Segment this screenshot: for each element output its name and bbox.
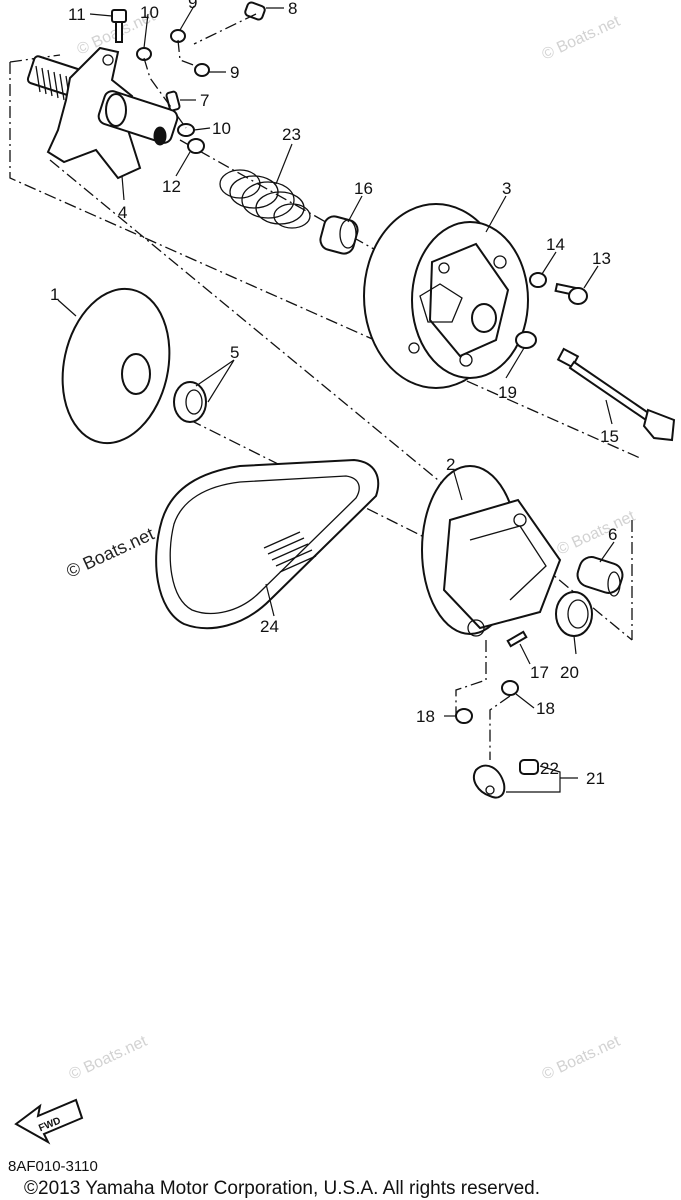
leader-line	[599, 541, 615, 563]
leader-line	[583, 265, 599, 289]
callout-23: 23	[282, 125, 301, 144]
callout-10: 10	[140, 3, 159, 22]
part-17-pin	[506, 630, 528, 648]
fwd-arrow-icon: FWD	[14, 1098, 84, 1145]
leader-line	[453, 471, 463, 501]
leader-line	[605, 399, 613, 425]
leader-line	[143, 13, 149, 49]
part-10-washer	[177, 123, 195, 137]
leader-line	[179, 5, 195, 31]
part-8-pin	[244, 1, 266, 21]
leader-line	[57, 299, 77, 317]
callout-4: 4	[118, 203, 127, 222]
leader-line	[505, 347, 525, 379]
leader-line	[541, 251, 557, 275]
leader-line	[275, 143, 293, 185]
callout-14: 14	[546, 235, 565, 254]
part-9-collar	[194, 63, 210, 77]
part-18-collar	[455, 708, 473, 724]
callout-2: 2	[446, 455, 455, 474]
callout-17: 17	[530, 663, 549, 682]
part-23-spring	[219, 169, 311, 229]
watermark: © Boats.net	[555, 508, 639, 559]
callout-18: 18	[416, 707, 435, 726]
callout-7: 7	[200, 91, 209, 110]
callout-18: 18	[536, 699, 555, 718]
watermark: © Boats.net	[540, 13, 624, 64]
callout-9: 9	[230, 63, 239, 82]
part-14-washer	[529, 272, 547, 288]
leader-line	[515, 693, 535, 709]
callout-19: 19	[498, 383, 517, 402]
part-22-roller	[519, 759, 539, 775]
callout-9: 9	[188, 0, 197, 12]
part-20-bearing	[555, 591, 593, 637]
callout-6: 6	[608, 525, 617, 544]
leader-line	[265, 583, 275, 617]
part-12-nut	[187, 138, 205, 154]
watermark: © Boats.net	[67, 1033, 151, 1084]
leader-line	[519, 643, 531, 665]
assembly-line	[489, 695, 511, 760]
part-16-bushing	[319, 215, 359, 255]
assembly-frame-line	[49, 159, 633, 641]
part-2-sheave	[421, 465, 562, 637]
callout-5: 5	[230, 343, 239, 362]
part-1-fixed-sheave	[61, 287, 171, 445]
part-4-spider-shaft	[26, 46, 179, 180]
part-3-movable-sheave	[363, 203, 529, 389]
leader-line	[193, 127, 211, 131]
assembly-line	[455, 640, 487, 716]
leader-line	[121, 175, 125, 201]
callout-12: 12	[162, 177, 181, 196]
leader-line	[175, 151, 191, 177]
part-6-collar	[576, 556, 624, 597]
callout-1: 1	[50, 285, 59, 304]
callout-8: 8	[288, 0, 297, 18]
callout-15: 15	[600, 427, 619, 446]
callout-24: 24	[260, 617, 279, 636]
part-24-drive-belt	[155, 458, 380, 630]
leader-line	[347, 195, 363, 223]
callout-11: 11	[68, 5, 86, 24]
leader-line	[195, 359, 235, 403]
callout-10: 10	[212, 119, 231, 138]
watermark: © Boats.net	[540, 1033, 624, 1084]
assembly-line	[143, 13, 257, 129]
callout-13: 13	[592, 249, 611, 268]
callout-22: 22	[540, 759, 559, 778]
leader-line	[506, 765, 578, 793]
part-21-weight	[472, 764, 506, 799]
drawing-code: 8AF010-3110	[8, 1158, 98, 1175]
part-19-washer	[515, 331, 537, 349]
callout-3: 3	[502, 179, 511, 198]
watermark-primary: © Boats.net	[63, 524, 157, 582]
part-18-collar	[501, 680, 519, 696]
callout-16: 16	[354, 179, 373, 198]
copyright-notice: ©2013 Yamaha Motor Corporation, U.S.A. A…	[24, 1178, 540, 1199]
callout-21: 21	[586, 769, 605, 788]
leader-line	[89, 13, 113, 17]
leader-line	[485, 195, 507, 233]
leader-line	[573, 635, 577, 655]
part-15-bolt	[556, 347, 676, 442]
callout-20: 20	[560, 663, 579, 682]
part-5-bushing	[173, 381, 207, 423]
part-13-bolt	[554, 282, 588, 305]
